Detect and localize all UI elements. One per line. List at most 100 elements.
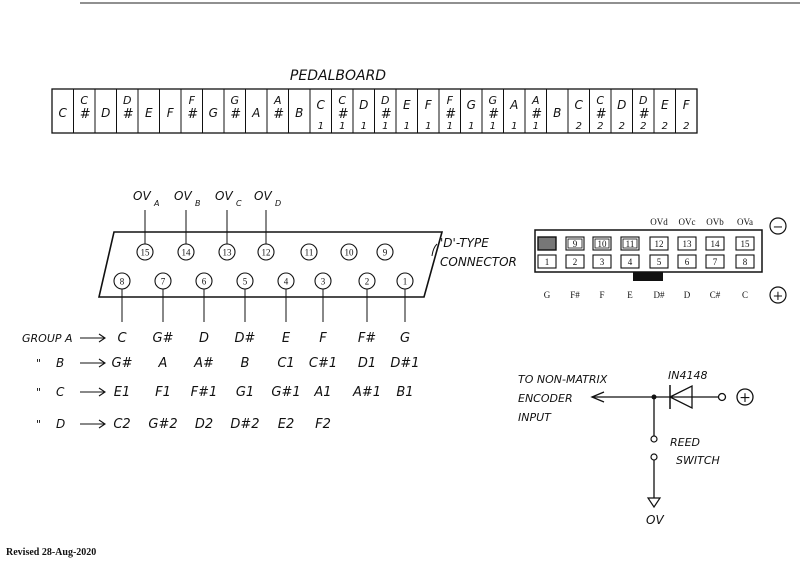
pedal-key-note: D [101, 106, 110, 120]
pedal-key-note: A [509, 98, 518, 112]
header-note-label: D [684, 290, 691, 300]
pedal-key-note: C [596, 94, 604, 107]
d-type-leader-line [431, 243, 438, 257]
encoder-label-line3: INPUT [518, 411, 552, 424]
header-pin-6 [677, 254, 697, 269]
group-note: F [319, 331, 327, 346]
group-note: F# [358, 331, 376, 346]
d-pin-13 [218, 243, 236, 261]
pedal-key-note: A [273, 94, 282, 107]
ov-subscript: B [195, 199, 201, 208]
header-pin-number: 8 [743, 257, 748, 267]
header-pin-4 [620, 254, 640, 269]
ov-subscript: C [236, 199, 242, 208]
pedal-key-sharp: # [123, 107, 134, 122]
pedal-key-note: D [381, 94, 389, 107]
pedal-key-sharp: # [338, 107, 349, 122]
switch-label-line2: SWITCH [676, 454, 720, 467]
pedal-key-sharp: # [639, 107, 650, 122]
pedal-key-octave: 2 [576, 121, 582, 132]
header-pin-inner [567, 238, 583, 249]
header-ov-label: OVa [737, 217, 753, 227]
header-pin-number: 14 [711, 239, 721, 249]
header-pin-3 [592, 254, 612, 269]
group-note: G# [153, 331, 174, 346]
plus-label: + [773, 289, 784, 304]
ov-label: OV [215, 189, 233, 203]
encoder-label-line1: TO NON-MATRIX [518, 373, 608, 386]
switch-label-line1: REED [670, 436, 700, 449]
pedal-key-octave: 1 [468, 121, 474, 132]
group-note: G [400, 331, 410, 346]
group-note: D [199, 331, 209, 346]
group-note: F1 [155, 385, 171, 400]
ov-label: OV [254, 189, 272, 203]
group-note: G#2 [148, 417, 177, 432]
pedal-key-note: D [123, 94, 131, 107]
pedal-key-note: F [167, 106, 175, 120]
header-pin-1 [537, 254, 557, 269]
pedal-key-note: B [553, 106, 561, 120]
pedal-key-note: C [338, 94, 346, 107]
group-note: D#1 [390, 356, 419, 371]
minus-circle-icon [769, 217, 787, 235]
d-pin-9 [376, 243, 394, 261]
pedal-key-sharp: # [80, 107, 91, 122]
group-note: F2 [315, 417, 331, 432]
header-pin-number: 6 [685, 257, 690, 267]
pedal-key-note: G [230, 94, 239, 107]
group-note: A1 [313, 385, 331, 400]
pedal-key-note: F [683, 98, 691, 112]
ov-subscript: A [153, 199, 159, 208]
plus-circle-icon [736, 388, 754, 406]
header-note-label: D# [654, 290, 665, 300]
header-pin-number: 15 [741, 239, 751, 249]
d-pin-10 [340, 243, 358, 261]
d-pin-14 [177, 243, 195, 261]
group-arrowhead-icon [98, 419, 106, 429]
header-pin-13 [677, 236, 697, 251]
pedal-key-octave: 1 [361, 121, 367, 132]
ground-icon [646, 497, 662, 509]
d-pin-number: 10 [345, 248, 355, 258]
switch-contact-bottom-icon [650, 453, 658, 461]
pedal-key-sharp: # [187, 107, 198, 122]
group-note: A#1 [352, 385, 381, 400]
group-label: GROUP A [22, 332, 73, 345]
group-note: D2 [195, 417, 213, 432]
group-note: A [158, 356, 168, 371]
header-pin-inner [622, 238, 638, 249]
d-pin-number: 4 [284, 277, 289, 287]
pedal-key-sharp: # [596, 107, 607, 122]
pedal-key-octave: 2 [662, 121, 668, 132]
group-note: D1 [358, 356, 376, 371]
pedal-key-octave: 1 [533, 121, 539, 132]
header-note-label: G [544, 290, 551, 300]
group-note: B1 [396, 385, 413, 400]
header-pin-7 [705, 254, 725, 269]
group-arrowhead-icon [98, 358, 106, 368]
d-pin-number: 14 [182, 248, 192, 258]
d-pin-number: 11 [305, 248, 314, 258]
header-pin-11 [620, 236, 640, 251]
pedal-key-note: F [425, 98, 433, 112]
group-note: G# [112, 356, 133, 371]
pedal-key-note: D [639, 94, 647, 107]
diode-icon [668, 384, 693, 410]
header-pin-number: 1 [545, 257, 550, 267]
group-note: D#2 [230, 417, 259, 432]
ditto-mark: " [36, 418, 41, 431]
reed-switch-circuit: TO NON-MATRIX ENCODER INPUT IN4148 + REE… [518, 369, 754, 527]
group-note: E [282, 331, 291, 346]
pedal-key-note: B [295, 106, 303, 120]
d-pin-number: 15 [141, 248, 151, 258]
pedal-key-note: C [575, 98, 584, 112]
pedal-key-octave: 2 [640, 121, 646, 132]
pedal-key-note: F [189, 94, 196, 107]
header-pin-14 [705, 236, 725, 251]
ov-subscript: D [275, 199, 281, 208]
